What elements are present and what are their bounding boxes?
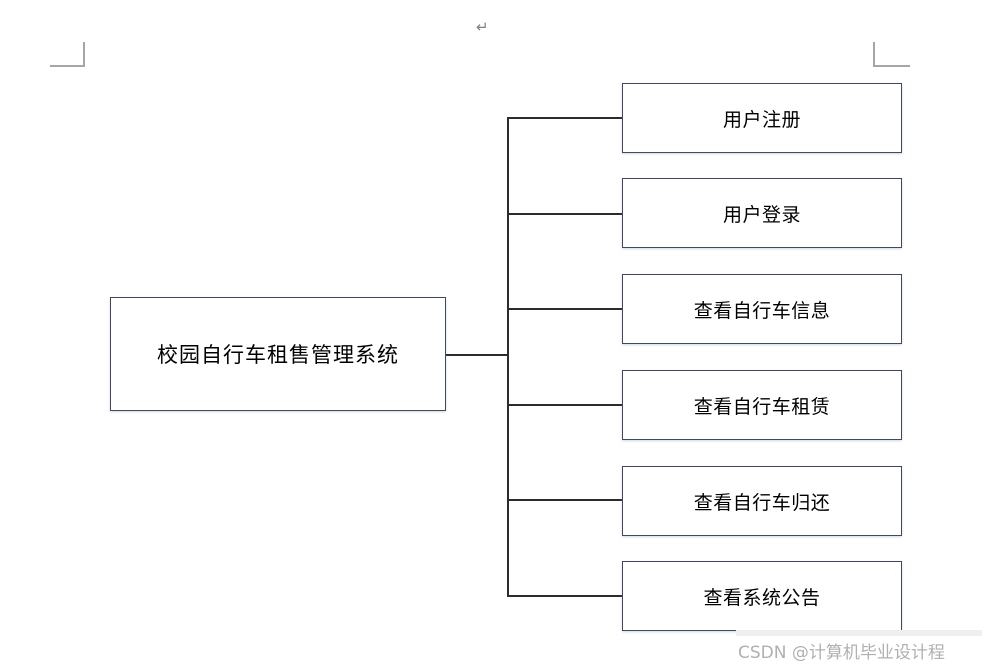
- diagram-node-root[interactable]: 校园自行车租售管理系统: [110, 297, 446, 411]
- diagram-node-view-system-notice[interactable]: 查看系统公告: [622, 561, 902, 631]
- diagram-node-user-login[interactable]: 用户登录: [622, 178, 902, 248]
- diagram-node-view-bike-info[interactable]: 查看自行车信息: [622, 274, 902, 344]
- margin-corner-mark-top-right: [873, 42, 911, 68]
- connector-branch-6: [507, 595, 623, 597]
- connector-branch-5: [507, 499, 623, 501]
- margin-mark-vertical: [83, 42, 85, 67]
- margin-mark-horizontal: [50, 65, 85, 67]
- node-label: 查看自行车租赁: [693, 395, 831, 418]
- node-label: 查看系统公告: [703, 586, 821, 609]
- node-label: 用户登录: [722, 203, 801, 226]
- connector-branch-4: [507, 404, 623, 406]
- margin-mark-vertical: [873, 42, 875, 67]
- node-root-label: 校园自行车租售管理系统: [157, 343, 399, 367]
- connector-branch-3: [507, 308, 623, 310]
- diagram-node-view-bike-return[interactable]: 查看自行车归还: [622, 466, 902, 536]
- node-label: 用户注册: [722, 108, 801, 131]
- connector-branch-1: [507, 117, 623, 119]
- margin-corner-mark-top-left: [50, 42, 86, 68]
- node-label: 查看自行车信息: [693, 299, 831, 322]
- connector-branch-2: [507, 213, 623, 215]
- watermark-backdrop: [736, 630, 982, 636]
- watermark-text: CSDN @计算机毕业设计程: [738, 643, 945, 663]
- connector-root-stem: [446, 354, 509, 356]
- diagram-node-user-register[interactable]: 用户注册: [622, 83, 902, 153]
- diagram-node-view-bike-rental[interactable]: 查看自行车租赁: [622, 370, 902, 440]
- paragraph-return-mark: ↵: [476, 18, 489, 36]
- margin-mark-horizontal: [873, 65, 910, 67]
- node-label: 查看自行车归还: [693, 491, 831, 514]
- connector-spine: [507, 118, 509, 596]
